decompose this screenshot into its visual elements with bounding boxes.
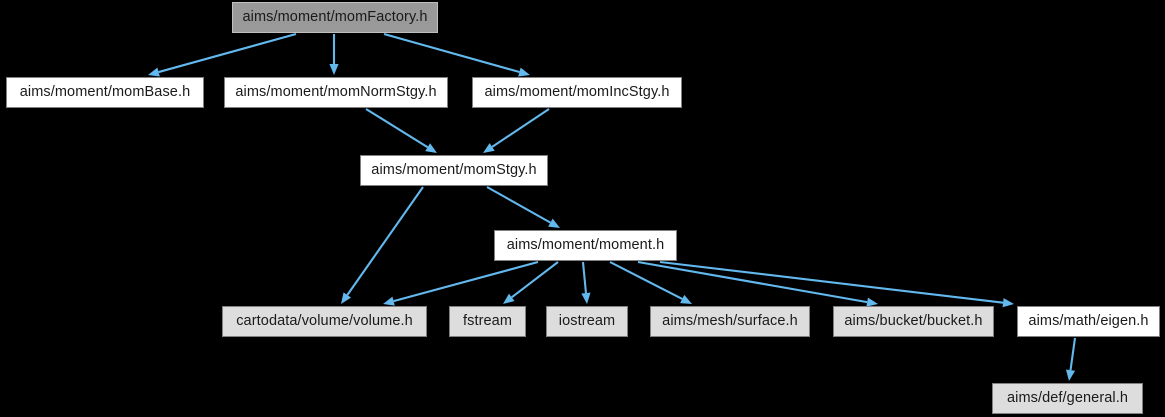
- graph-node-general[interactable]: aims/def/general.h: [992, 383, 1143, 414]
- graph-node-label: aims/math/eigen.h: [1028, 313, 1149, 330]
- graph-edge-momStgy-to-volume: [341, 186, 424, 304]
- graph-node-moment[interactable]: aims/moment/moment.h: [494, 230, 677, 261]
- graph-edge-moment-to-surface: [609, 261, 692, 304]
- graph-node-momBase[interactable]: aims/moment/momBase.h: [6, 77, 204, 108]
- graph-node-label: aims/def/general.h: [1006, 390, 1129, 407]
- graph-edge-eigen-to-general: [1065, 337, 1077, 381]
- graph-node-momStgy[interactable]: aims/moment/momStgy.h: [360, 155, 548, 186]
- graph-node-bucket[interactable]: aims/bucket/bucket.h: [833, 306, 994, 337]
- graph-edge-momFactory-to-momBase: [148, 32, 297, 77]
- graph-node-surface[interactable]: aims/mesh/surface.h: [650, 306, 810, 337]
- graph-node-iostream[interactable]: iostream: [546, 306, 628, 337]
- graph-node-fstream[interactable]: fstream: [449, 306, 526, 337]
- graph-node-label: iostream: [558, 313, 616, 330]
- graph-edge-moment-to-eigen: [659, 260, 1014, 308]
- graph-node-momIncStgy[interactable]: aims/moment/momIncStgy.h: [472, 77, 682, 108]
- graph-edge-momStgy-to-moment: [486, 186, 560, 228]
- graph-node-label: aims/moment/momBase.h: [19, 84, 191, 101]
- graph-node-label: aims/bucket/bucket.h: [844, 313, 983, 330]
- graph-node-label: aims/moment/momIncStgy.h: [484, 84, 670, 101]
- graph-node-label: aims/moment/momNormStgy.h: [235, 84, 437, 101]
- graph-edge-momNormStgy-to-momStgy: [365, 108, 437, 153]
- graph-edge-momFactory-to-momNormStgy: [329, 34, 339, 75]
- graph-edge-momIncStgy-to-momStgy: [483, 108, 550, 153]
- graph-node-momFactory[interactable]: aims/moment/momFactory.h: [232, 2, 438, 33]
- graph-node-label: cartodata/volume/volume.h: [236, 313, 413, 330]
- graph-edge-moment-to-fstream: [503, 261, 559, 304]
- graph-node-momNormStgy[interactable]: aims/moment/momNormStgy.h: [224, 77, 448, 108]
- graph-edge-momFactory-to-momIncStgy: [383, 32, 530, 77]
- graph-node-label: aims/moment/momFactory.h: [242, 9, 428, 26]
- graph-node-label: aims/moment/momStgy.h: [371, 162, 537, 179]
- graph-node-volume[interactable]: cartodata/volume/volume.h: [222, 306, 427, 337]
- graph-node-label: fstream: [462, 313, 513, 330]
- graph-edge-moment-to-volume: [383, 260, 539, 306]
- graph-edge-moment-to-bucket: [637, 260, 878, 307]
- graph-node-label: aims/mesh/surface.h: [662, 313, 798, 330]
- graph-node-label: aims/moment/moment.h: [506, 237, 665, 254]
- graph-node-eigen[interactable]: aims/math/eigen.h: [1017, 306, 1160, 337]
- graph-edge-moment-to-iostream: [581, 261, 591, 304]
